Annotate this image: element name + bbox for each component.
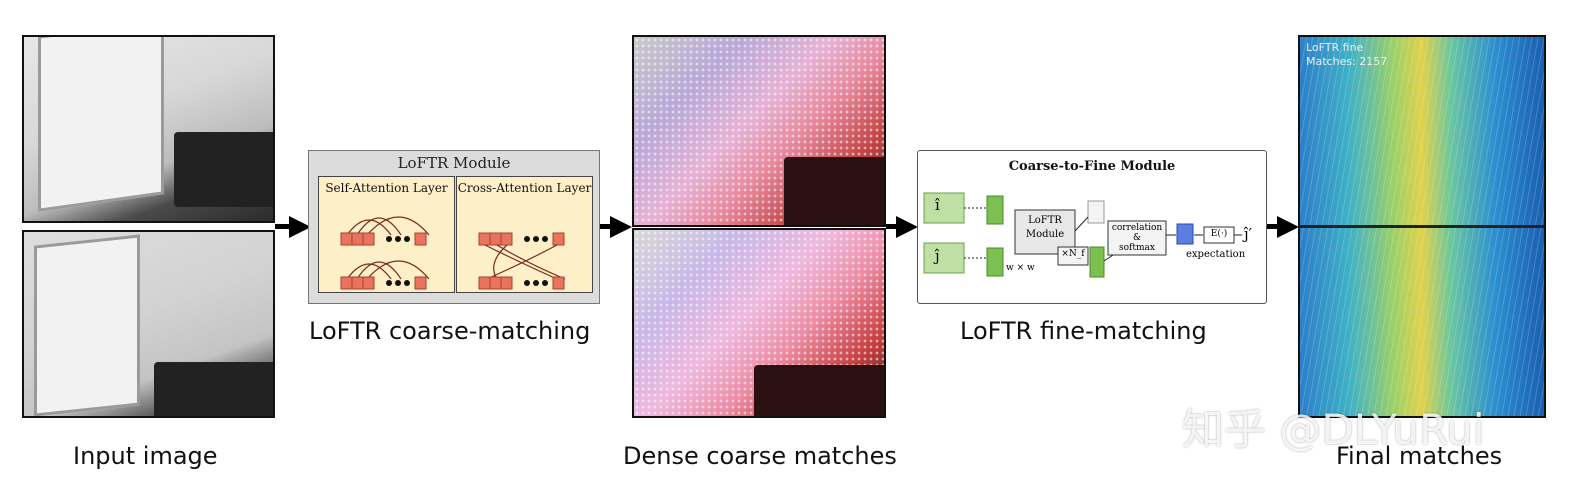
arrow-line bbox=[275, 224, 295, 229]
self-attention-title: Self-Attention Layer bbox=[325, 181, 448, 195]
cross-attention-layer: Cross-Attention Layer bbox=[456, 176, 593, 293]
caption-dense-coarse: Dense coarse matches bbox=[623, 442, 897, 470]
window-label: w × w bbox=[1006, 263, 1035, 273]
input-j-label: ĵ bbox=[935, 247, 940, 265]
token-block bbox=[340, 276, 353, 290]
watermark: 知乎 @DLYuRui bbox=[1182, 405, 1485, 454]
token-block bbox=[500, 232, 513, 246]
caption-fine-matching: LoFTR fine-matching bbox=[960, 317, 1207, 345]
window-patch bbox=[1087, 200, 1105, 224]
feature-patch bbox=[1089, 246, 1105, 278]
whiteboard bbox=[34, 234, 140, 416]
cross-attention-diagram bbox=[478, 232, 566, 290]
caption-coarse-matching: LoFTR coarse-matching bbox=[309, 317, 591, 345]
cross-attention-title: Cross-Attention Layer bbox=[457, 181, 592, 195]
token-block bbox=[414, 232, 427, 246]
arrow-head bbox=[289, 216, 311, 238]
token-block bbox=[340, 232, 353, 246]
heatmap bbox=[1176, 223, 1194, 245]
output-label: ĵ′ bbox=[1244, 225, 1253, 243]
self-attention-diagram bbox=[340, 216, 430, 290]
sofa bbox=[174, 132, 273, 207]
final-matches-image: LoFTR fine Matches: 2157 bbox=[1298, 35, 1546, 418]
arrow-head bbox=[1277, 216, 1299, 238]
token-block bbox=[351, 232, 364, 246]
token-block bbox=[362, 232, 375, 246]
arrow-line bbox=[1267, 224, 1281, 229]
dense-coarse-bottom bbox=[632, 228, 886, 418]
sofa bbox=[154, 362, 273, 416]
input-i-block bbox=[923, 192, 965, 224]
expectation-label: expectation bbox=[1186, 249, 1246, 260]
loftr-module-title: LoFTR Module bbox=[397, 154, 511, 172]
correlation-label-3: softmax bbox=[1119, 243, 1155, 253]
coarse-to-fine-module: Coarse-to-Fine Module î ĵ LoFTR Module ×… bbox=[917, 150, 1267, 304]
token-block bbox=[478, 232, 491, 246]
nf-label: ×N_f bbox=[1061, 249, 1085, 259]
self-attention-layer: Self-Attention Layer bbox=[318, 176, 455, 293]
arrow-line bbox=[886, 224, 900, 229]
token-block bbox=[552, 232, 565, 246]
token-block bbox=[552, 276, 565, 290]
final-overlay-line1: LoFTR fine bbox=[1306, 41, 1364, 54]
loftr-submodule-label-1: LoFTR bbox=[1028, 215, 1062, 226]
token-block bbox=[489, 232, 502, 246]
sofa bbox=[754, 365, 884, 416]
coarse-to-fine-title: Coarse-to-Fine Module bbox=[1008, 159, 1176, 174]
sofa bbox=[784, 157, 884, 225]
token-block bbox=[478, 276, 491, 290]
expect-fn-label: E(·) bbox=[1210, 229, 1228, 239]
arrow-head bbox=[896, 216, 918, 238]
arrow-line bbox=[600, 224, 615, 229]
nf-box bbox=[1057, 246, 1089, 266]
input-image-bottom bbox=[22, 230, 275, 418]
correlation-label-2: & bbox=[1132, 233, 1141, 243]
token-block bbox=[414, 276, 427, 290]
feature-patch bbox=[986, 195, 1004, 225]
caption-final-matches: Final matches bbox=[1336, 442, 1503, 470]
token-block bbox=[351, 276, 364, 290]
caption-input-image: Input image bbox=[73, 442, 218, 470]
input-j-block bbox=[923, 242, 965, 274]
whiteboard bbox=[38, 37, 164, 212]
token-block bbox=[500, 276, 513, 290]
input-image-top bbox=[22, 35, 275, 223]
feature-patch bbox=[986, 247, 1004, 277]
token-block bbox=[362, 276, 375, 290]
correlation-label-1: correlation bbox=[1111, 223, 1163, 233]
input-i-label: î bbox=[935, 196, 940, 214]
final-overlay-line2: Matches: 2157 bbox=[1306, 55, 1388, 68]
dense-coarse-top bbox=[632, 35, 886, 227]
loftr-submodule-label-2: Module bbox=[1025, 229, 1065, 240]
arrow-head bbox=[610, 216, 632, 238]
coarse-to-fine-diagram bbox=[923, 192, 1242, 278]
token-block bbox=[489, 276, 502, 290]
correlation-box bbox=[1107, 220, 1167, 256]
loftr-module: LoFTR Module Self-Attention Layer Cross-… bbox=[308, 150, 600, 304]
